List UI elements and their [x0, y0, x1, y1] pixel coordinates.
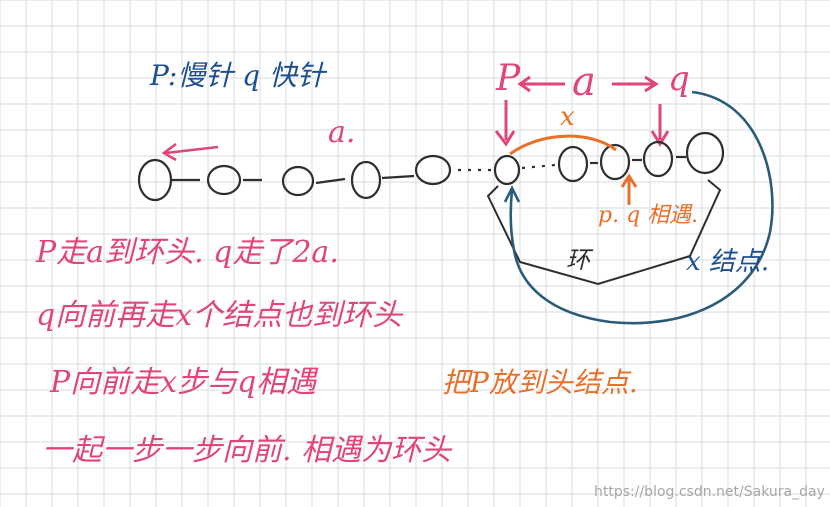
note-line-2: q向前再走x个结点也到环头: [36, 298, 404, 333]
list-node: [642, 140, 674, 178]
marker-p: P: [495, 58, 521, 99]
meet-point-label: p. q 相遇.: [598, 203, 698, 228]
list-node: [685, 131, 725, 175]
list-node: [414, 154, 452, 186]
cycle-loop: [503, 90, 774, 325]
pointer-arrows: [494, 100, 670, 147]
a-range-arrows: [517, 75, 659, 93]
marker-a-middle: a: [572, 59, 596, 105]
list-node: [350, 160, 382, 200]
note-line-4: 一起一步一步向前. 相遇为环头: [42, 433, 453, 468]
note-line-1: P走a到环头. q走了2a.: [35, 235, 339, 270]
list-node: [281, 165, 315, 197]
head-arrow: [161, 142, 219, 162]
marker-a-segment: a.: [328, 115, 355, 150]
list-node: [493, 154, 521, 186]
x-segment-arc: [509, 134, 638, 205]
list-node: [137, 158, 173, 202]
ring-bracket: [486, 179, 722, 286]
list-node: [206, 164, 242, 196]
note-line-3: P向前走x步与q相遇: [49, 365, 319, 400]
list-node: [557, 145, 589, 183]
marker-x-segment: x: [560, 102, 575, 132]
list-node: [599, 143, 631, 181]
note-orange: 把P放到头结点.: [442, 366, 638, 399]
pointer-definition: P:慢针 q 快针: [149, 59, 328, 92]
ring-label: 环: [566, 246, 594, 274]
x-nodes-label: x 结点.: [686, 247, 769, 277]
marker-q: q: [668, 59, 690, 99]
watermark: https://blog.csdn.net/Sakura_day: [594, 484, 825, 500]
linked-list: [137, 131, 725, 202]
